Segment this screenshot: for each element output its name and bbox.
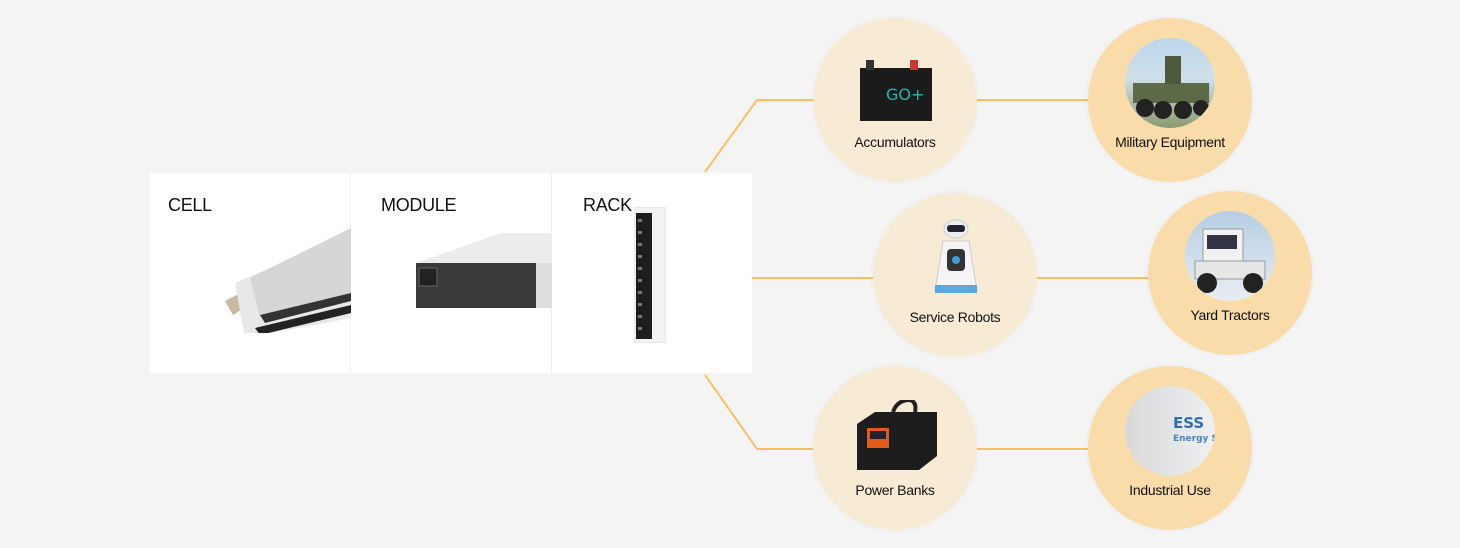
battery-module-image <box>416 233 552 308</box>
stage-module: MODULE <box>351 173 552 373</box>
accumulator-battery-image: GO+ <box>860 60 932 121</box>
ess-logo-text: ESS <box>1173 414 1204 432</box>
application-service-robots: Service Robots <box>873 193 1037 357</box>
application-label: Industrial Use <box>1129 482 1211 498</box>
svg-text:Energy St: Energy St <box>1173 434 1215 444</box>
application-label: Power Banks <box>855 482 935 498</box>
battery-cell-image <box>225 228 351 333</box>
yard-tractor-image <box>1185 211 1275 301</box>
military-vehicle-image <box>1125 38 1215 128</box>
ess-container-image: ESS Energy St <box>1125 386 1215 476</box>
go-plus-logo: GO+ <box>886 85 924 104</box>
application-industrial-use: ESS Energy St Industrial Use <box>1088 366 1252 530</box>
application-label: Service Robots <box>909 309 1001 325</box>
stage-rack: RACK <box>552 173 752 373</box>
application-yard-tractors: Yard Tractors <box>1148 191 1312 355</box>
stage-cell: CELL <box>150 173 351 373</box>
application-label: Military Equipment <box>1115 134 1225 150</box>
power-bank-image <box>857 400 937 470</box>
battery-stages-panel: CELL MODULE RACK <box>150 173 752 373</box>
application-military-equipment: Military Equipment <box>1088 18 1252 182</box>
application-power-banks: Power Banks <box>813 366 977 530</box>
application-accumulators: GO+ Accumulators <box>813 18 977 182</box>
application-label: Accumulators <box>854 134 936 150</box>
connector-top <box>704 99 838 173</box>
service-robot-image <box>934 219 978 293</box>
connector-bottom <box>704 374 838 450</box>
stage-title: MODULE <box>381 195 457 215</box>
application-label: Yard Tractors <box>1190 307 1270 323</box>
stage-title: RACK <box>583 195 632 215</box>
stage-title: CELL <box>168 195 212 215</box>
battery-rack-image <box>634 207 666 343</box>
